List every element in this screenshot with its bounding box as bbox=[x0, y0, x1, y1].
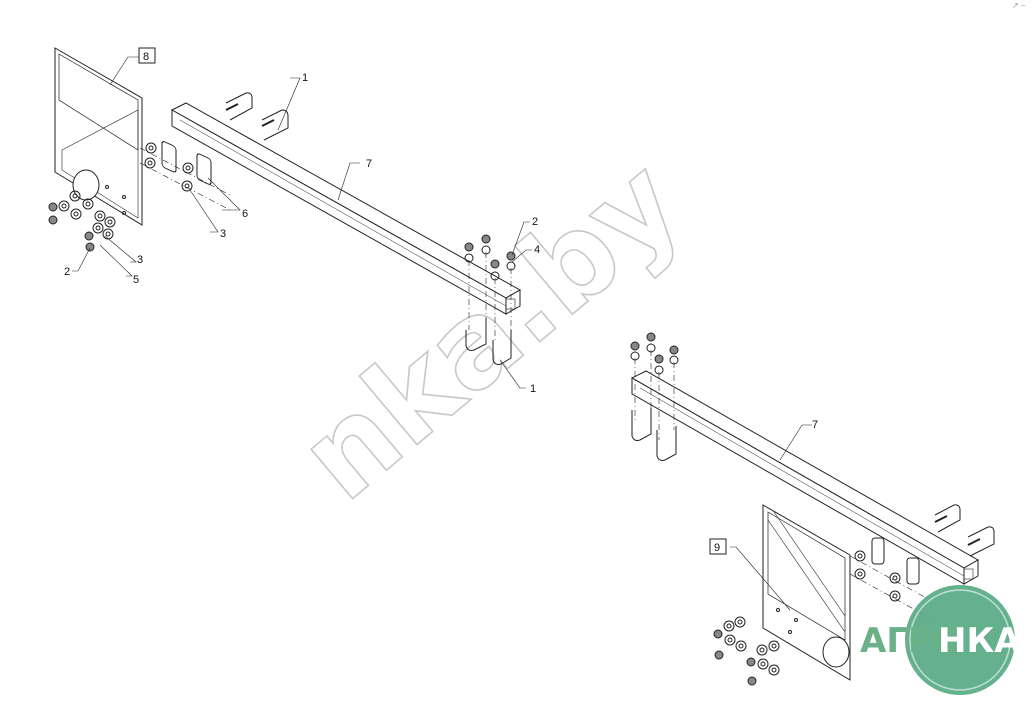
right-assembly bbox=[630, 332, 995, 686]
callout-1-bottom: 1 bbox=[530, 383, 536, 395]
logo-text-right: НКА bbox=[938, 621, 1021, 661]
nut-washer-stack-left bbox=[48, 190, 116, 252]
plate-9 bbox=[762, 504, 851, 681]
leaders-left bbox=[72, 56, 532, 389]
callout-9: 9 bbox=[714, 542, 720, 554]
callout-5: 5 bbox=[133, 274, 139, 286]
left-assembly bbox=[48, 47, 532, 389]
callout-3-upper: 3 bbox=[220, 228, 226, 240]
nut-washer-stack-right bbox=[713, 616, 780, 686]
callout-7-right: 7 bbox=[812, 419, 818, 431]
plate-8 bbox=[54, 47, 143, 226]
top-nuts-right bbox=[630, 332, 679, 440]
top-nuts-left bbox=[464, 234, 516, 340]
logo-badge bbox=[905, 585, 1015, 695]
box-8 bbox=[138, 47, 156, 64]
corner-mark: ↗ ‒ bbox=[1012, 1, 1026, 10]
u-bolts-right bbox=[934, 504, 995, 557]
u-bolts-left bbox=[225, 92, 289, 141]
lower-u-bolts-left bbox=[465, 318, 512, 365]
logo-text-left: АГРО bbox=[860, 621, 962, 661]
box-9 bbox=[709, 538, 727, 555]
agronka-logo: АГРО НКА bbox=[860, 585, 1021, 695]
callout-1-top: 1 bbox=[302, 72, 308, 84]
callout-7-left: 7 bbox=[366, 158, 372, 170]
callout-3-lower: 3 bbox=[137, 254, 143, 266]
callout-8: 8 bbox=[143, 51, 149, 63]
callout-4: 4 bbox=[534, 244, 540, 256]
clamp-plates-left bbox=[139, 141, 231, 211]
callouts: 1 8 7 6 3 3 5 2 2 4 1 7 9 bbox=[64, 51, 818, 554]
leaders-right bbox=[730, 424, 812, 611]
clamp-plates-right bbox=[849, 537, 931, 619]
lower-u-bolts-right bbox=[631, 408, 677, 461]
callout-2-left: 2 bbox=[64, 266, 70, 278]
tube-7-left bbox=[170, 102, 522, 315]
tube-7-right bbox=[630, 370, 980, 585]
callout-2-right: 2 bbox=[532, 216, 538, 228]
callout-6: 6 bbox=[242, 208, 248, 220]
